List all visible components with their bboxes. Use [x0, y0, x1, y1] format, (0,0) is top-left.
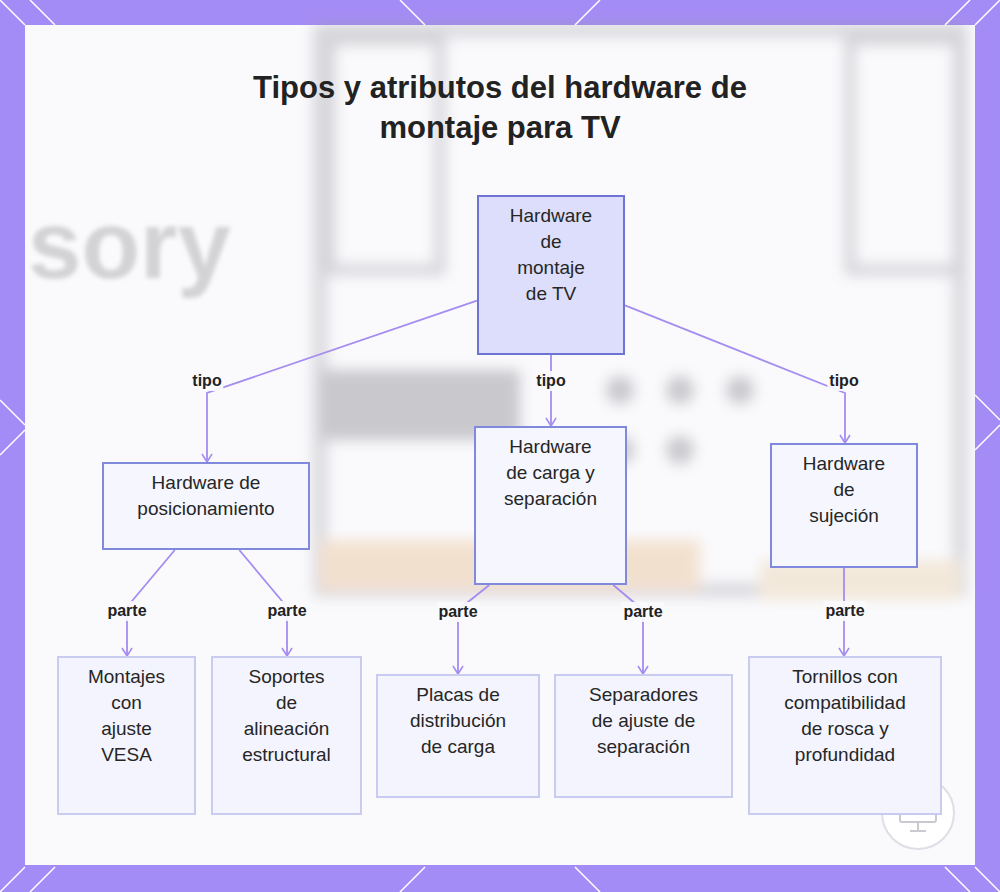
- watermark-text: sory: [28, 190, 231, 300]
- edge-label: tipo: [190, 371, 223, 391]
- node-text: Separadores de ajuste de separación: [586, 682, 702, 760]
- node-text: Soportes de alineación estructural: [236, 664, 338, 768]
- part-box: Soportes de alineación estructural: [211, 656, 362, 815]
- edge-label: parte: [823, 601, 866, 621]
- inner-panel: [25, 25, 975, 865]
- connector-line: [625, 305, 845, 443]
- connector-line: [207, 301, 477, 462]
- type-box: Hardware de montaje de TV: [477, 195, 625, 355]
- node-text: Hardware de carga y separación: [500, 434, 602, 512]
- edge-label: tipo: [827, 371, 860, 391]
- part-box: Montajes con ajuste VESA: [57, 656, 196, 815]
- part-box: Placas de distribución de carga: [376, 674, 540, 798]
- connector-line: [458, 585, 489, 674]
- edge-label: parte: [105, 601, 148, 621]
- node-text: Montajes con ajuste VESA: [85, 664, 169, 768]
- node-text: Tornillos con compatibilidad de rosca y …: [774, 664, 916, 768]
- connector-line: [613, 585, 643, 674]
- type-box: Hardware de carga y separación: [474, 426, 627, 585]
- part-box: Separadores de ajuste de separación: [554, 674, 733, 798]
- edge-label: parte: [621, 602, 664, 622]
- edge-label: parte: [436, 602, 479, 622]
- type-box: Hardware de sujeción: [770, 443, 918, 568]
- node-text: Hardware de posicionamiento: [116, 470, 296, 522]
- type-box: Hardware de posicionamiento: [102, 462, 310, 550]
- diagram-title: Tipos y atributos del hardware de montaj…: [200, 68, 800, 148]
- node-text: Hardware de sujeción: [798, 451, 890, 529]
- node-text: Placas de distribución de carga: [400, 682, 516, 760]
- title-text: Tipos y atributos del hardware de montaj…: [220, 68, 780, 148]
- edge-label: parte: [265, 601, 308, 621]
- part-box: Tornillos con compatibilidad de rosca y …: [748, 656, 942, 815]
- node-text: Hardware de montaje de TV: [506, 203, 596, 307]
- edge-label: tipo: [534, 371, 567, 391]
